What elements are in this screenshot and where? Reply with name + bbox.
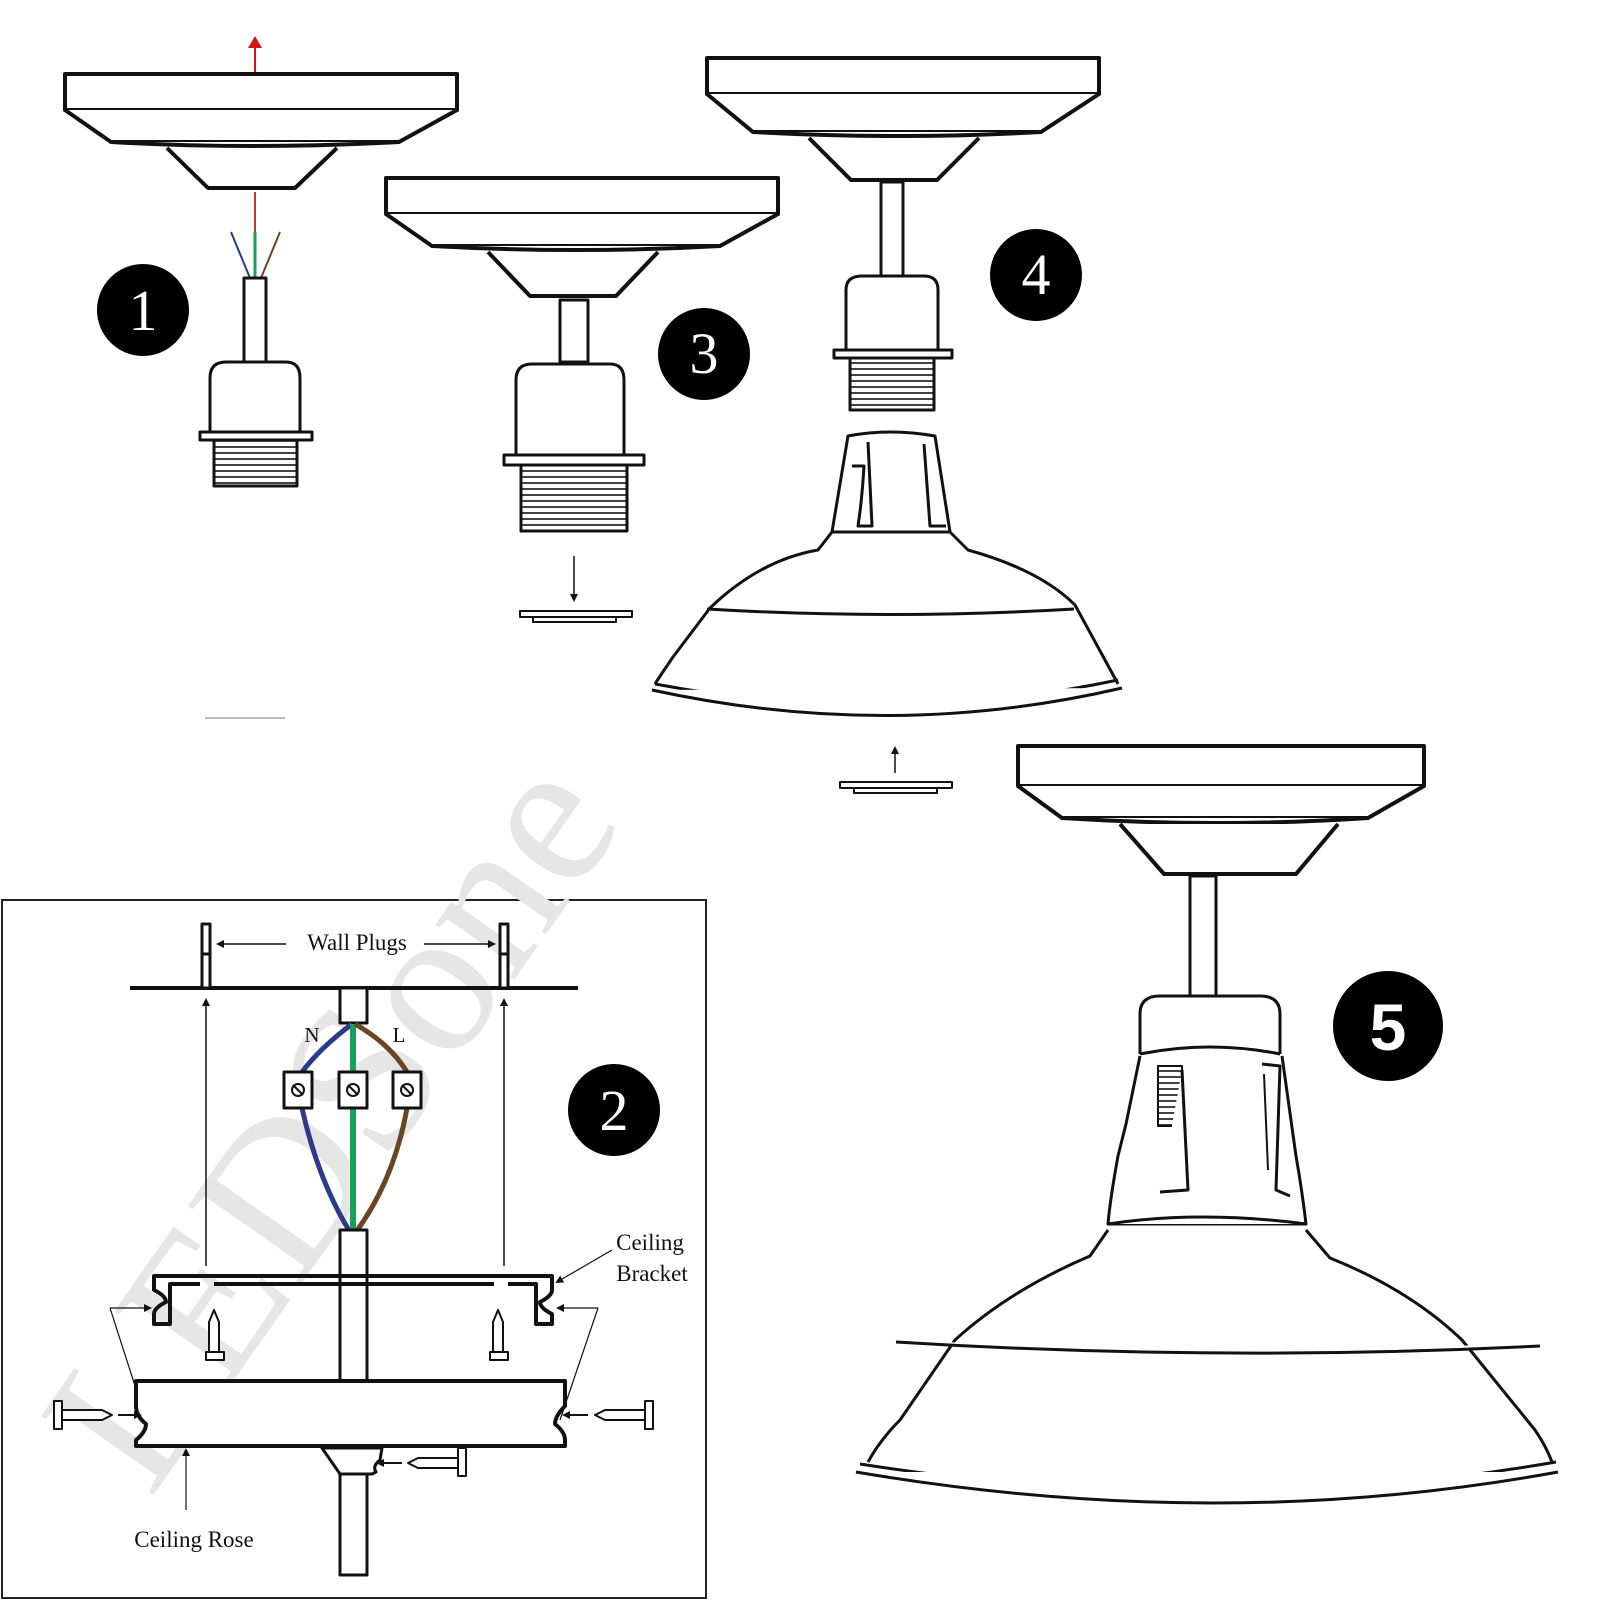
step-2-wiring-panel: LEDSone bbox=[0, 715, 707, 1599]
lamp-holder-icon bbox=[832, 274, 954, 412]
label-wall-plugs: Wall Plugs bbox=[307, 930, 407, 955]
terminal-block-live bbox=[391, 1070, 423, 1110]
svg-text:1: 1 bbox=[129, 278, 158, 343]
screw-side-left-icon bbox=[53, 1400, 113, 1430]
ceiling-rose-block bbox=[134, 1379, 567, 1448]
screw-side-right-icon bbox=[594, 1400, 654, 1430]
shade-ring-icon bbox=[519, 610, 633, 623]
lamp-holder-icon bbox=[502, 362, 646, 533]
label-live: L bbox=[393, 1023, 406, 1047]
ceiling-rose-icon bbox=[384, 176, 780, 298]
ceiling-rose-icon bbox=[705, 56, 1101, 182]
svg-text:4: 4 bbox=[1022, 242, 1051, 307]
lamp-holder-icon bbox=[198, 360, 314, 488]
step-4-badge: 4 bbox=[990, 229, 1082, 321]
ceiling-rose-icon bbox=[1016, 744, 1426, 876]
ceiling-bracket-icon bbox=[152, 1274, 554, 1326]
wall-plug-right-icon bbox=[498, 922, 510, 990]
step-4-illustration bbox=[651, 56, 1123, 794]
svg-text:3: 3 bbox=[690, 321, 719, 386]
wall-plug-left-icon bbox=[200, 922, 212, 990]
svg-text:5: 5 bbox=[1370, 990, 1407, 1064]
step-3-badge: 3 bbox=[658, 308, 750, 400]
lamp-shade-icon bbox=[651, 430, 1123, 717]
screw-cord-grip-icon bbox=[407, 1447, 467, 1477]
screw-left-icon bbox=[205, 1309, 225, 1361]
lamp-shade-icon bbox=[855, 1055, 1559, 1505]
shade-ring-icon bbox=[839, 781, 953, 794]
label-ceiling-bracket-line1: Ceiling bbox=[616, 1230, 684, 1255]
svg-text:2: 2 bbox=[600, 1078, 629, 1143]
label-ceiling-rose: Ceiling Rose bbox=[134, 1527, 253, 1552]
ceiling-rose-icon bbox=[63, 72, 459, 190]
terminal-block-earth bbox=[337, 1070, 369, 1110]
step-5-badge: 5 bbox=[1333, 971, 1443, 1081]
terminal-block-neutral bbox=[282, 1070, 314, 1110]
label-neutral: N bbox=[304, 1023, 319, 1047]
step-1-illustration bbox=[63, 36, 459, 488]
step-2-badge: 2 bbox=[568, 1064, 660, 1156]
lamp-holder-icon bbox=[1138, 994, 1282, 1056]
step-5-illustration bbox=[855, 744, 1559, 1505]
screw-right-icon bbox=[489, 1309, 509, 1361]
step-1-badge: 1 bbox=[97, 264, 189, 356]
label-ceiling-bracket-line2: Bracket bbox=[616, 1261, 688, 1286]
step-3-illustration bbox=[384, 176, 780, 623]
